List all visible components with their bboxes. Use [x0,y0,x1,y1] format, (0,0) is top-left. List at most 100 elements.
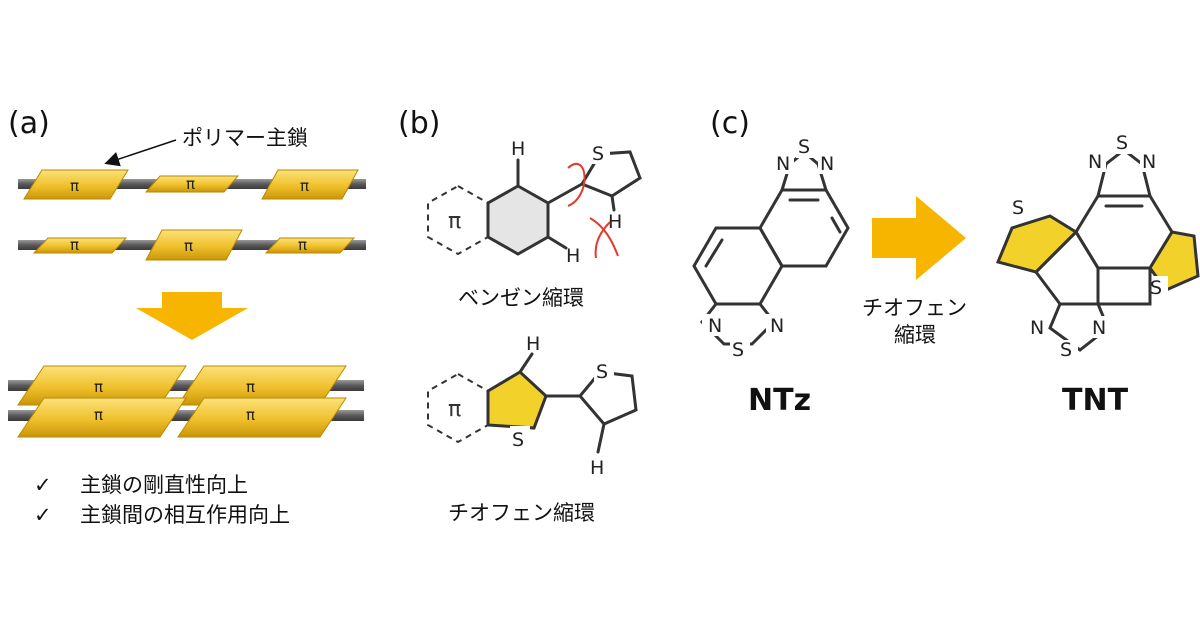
atom-S: S [1060,339,1072,361]
pi-symbol: π [246,406,255,424]
pi-symbol: π [186,175,195,193]
atom-N: N [1092,317,1106,339]
double-bond [830,216,842,234]
highlighted-thiophene [486,370,548,430]
bond [546,182,584,205]
atom-mask [1010,196,1030,218]
atom-H: H [511,138,525,160]
atom-H: H [590,457,604,479]
atom-mask [766,314,786,336]
pi-symbol: π [70,177,79,195]
atom-mask [1028,316,1048,338]
pi-symbol: π [448,209,461,234]
pi-plane [17,397,187,438]
atom-H: H [526,333,540,355]
bond [610,194,616,212]
steric-clash-icon [589,217,619,257]
tnt-structure: N S N S S N N S [995,132,1200,362]
atom-N: N [1142,151,1156,173]
rotation-arrow-icon [567,163,586,207]
panel-b-label: (b) [398,106,440,141]
checklist-item: 主鎖の剛直性向上 [80,473,248,497]
polymer-backbone [8,410,364,421]
arrow-caption-line2: 縮環 [894,323,936,347]
panel-b: (b) π H H S H ベンゼン縮環 π [398,106,642,525]
atom-S: S [1150,277,1162,299]
highlighted-thiophene [1148,230,1200,292]
atom-mask [1090,316,1110,338]
pi-symbol: π [448,397,461,422]
pi-symbol: π [70,236,79,254]
bond [596,422,606,454]
benzene-fused-structure: π H H S H [427,138,642,267]
right-arrow-icon [872,196,966,280]
caption-thiophene: チオフェン縮環 [448,501,595,525]
benzene-ring [486,184,550,256]
atom-mask [1114,132,1134,154]
atom-N: N [1030,317,1044,339]
atom-S: S [732,339,744,361]
pi-plane [23,169,129,200]
atom-N: N [820,153,834,175]
atom-mask [774,152,794,174]
atom-S: S [1116,132,1128,154]
atom-mask [730,340,750,362]
polymer-chain-2: π π π [18,229,366,261]
panel-c: (c) N S N N N S NTz [692,106,1200,418]
atom-H: H [566,245,580,267]
polymer-backbone [8,380,364,391]
thiadiazole-ring [1048,302,1110,352]
thiophene-fused-structure: π H S S H [427,333,638,479]
pi-plane [264,237,356,254]
steric-clash-icon [594,221,611,259]
panel-a-label: (a) [8,106,50,141]
atom-N: N [776,153,790,175]
atom-S: S [592,143,604,165]
atom-mask [594,360,614,382]
pi-plane [177,397,347,438]
pi-symbol: π [298,236,307,254]
ntz-structure: N S N N N S [692,136,850,362]
checklist-item: 主鎖間の相互作用向上 [80,503,290,527]
panel-c-label: (c) [710,106,750,141]
atom-mask [1148,276,1168,298]
atom-mask [1058,340,1078,362]
atom-N: N [708,315,722,337]
atom-S: S [596,361,608,383]
arrow-caption-line1: チオフェン [862,296,967,320]
atom-mask [818,152,838,174]
caption-benzene: ベンゼン縮環 [458,286,584,310]
atom-S: S [512,429,524,451]
pi-plane [145,229,243,261]
atom-mask [702,314,722,336]
panel-a: (a) ポリマー主鎖 π π π π π π [8,106,366,527]
atom-mask [590,142,610,164]
pi-symbol: π [94,406,103,424]
ring [1096,266,1152,306]
polymer-chain-1: π π π [18,169,366,200]
tnt-name: TNT [1062,383,1129,418]
pi-plane [32,237,128,254]
pi-symbol: π [94,378,103,396]
atom-H: H [608,211,622,233]
callout-arrow [104,139,177,167]
pi-symbol: π [300,177,309,195]
check-icon: ✓ [34,503,52,527]
pi-plane [144,175,240,193]
atom-S: S [798,136,810,158]
callout-label: ポリマー主鎖 [182,126,308,150]
pi-symbol: π [184,237,193,255]
double-bond [704,238,724,268]
pi-symbol: π [246,378,255,396]
atom-mask [796,136,816,158]
down-arrow-icon [136,292,248,340]
pi-plane [261,169,359,200]
atom-N: N [1088,151,1102,173]
atom-mask [510,426,530,448]
atom-S: S [1012,197,1024,219]
ntz-name: NTz [748,383,811,418]
atom-N: N [770,315,784,337]
bond [546,235,568,250]
stacked-polymers: π π π π [8,365,364,438]
atom-mask [1086,150,1106,172]
